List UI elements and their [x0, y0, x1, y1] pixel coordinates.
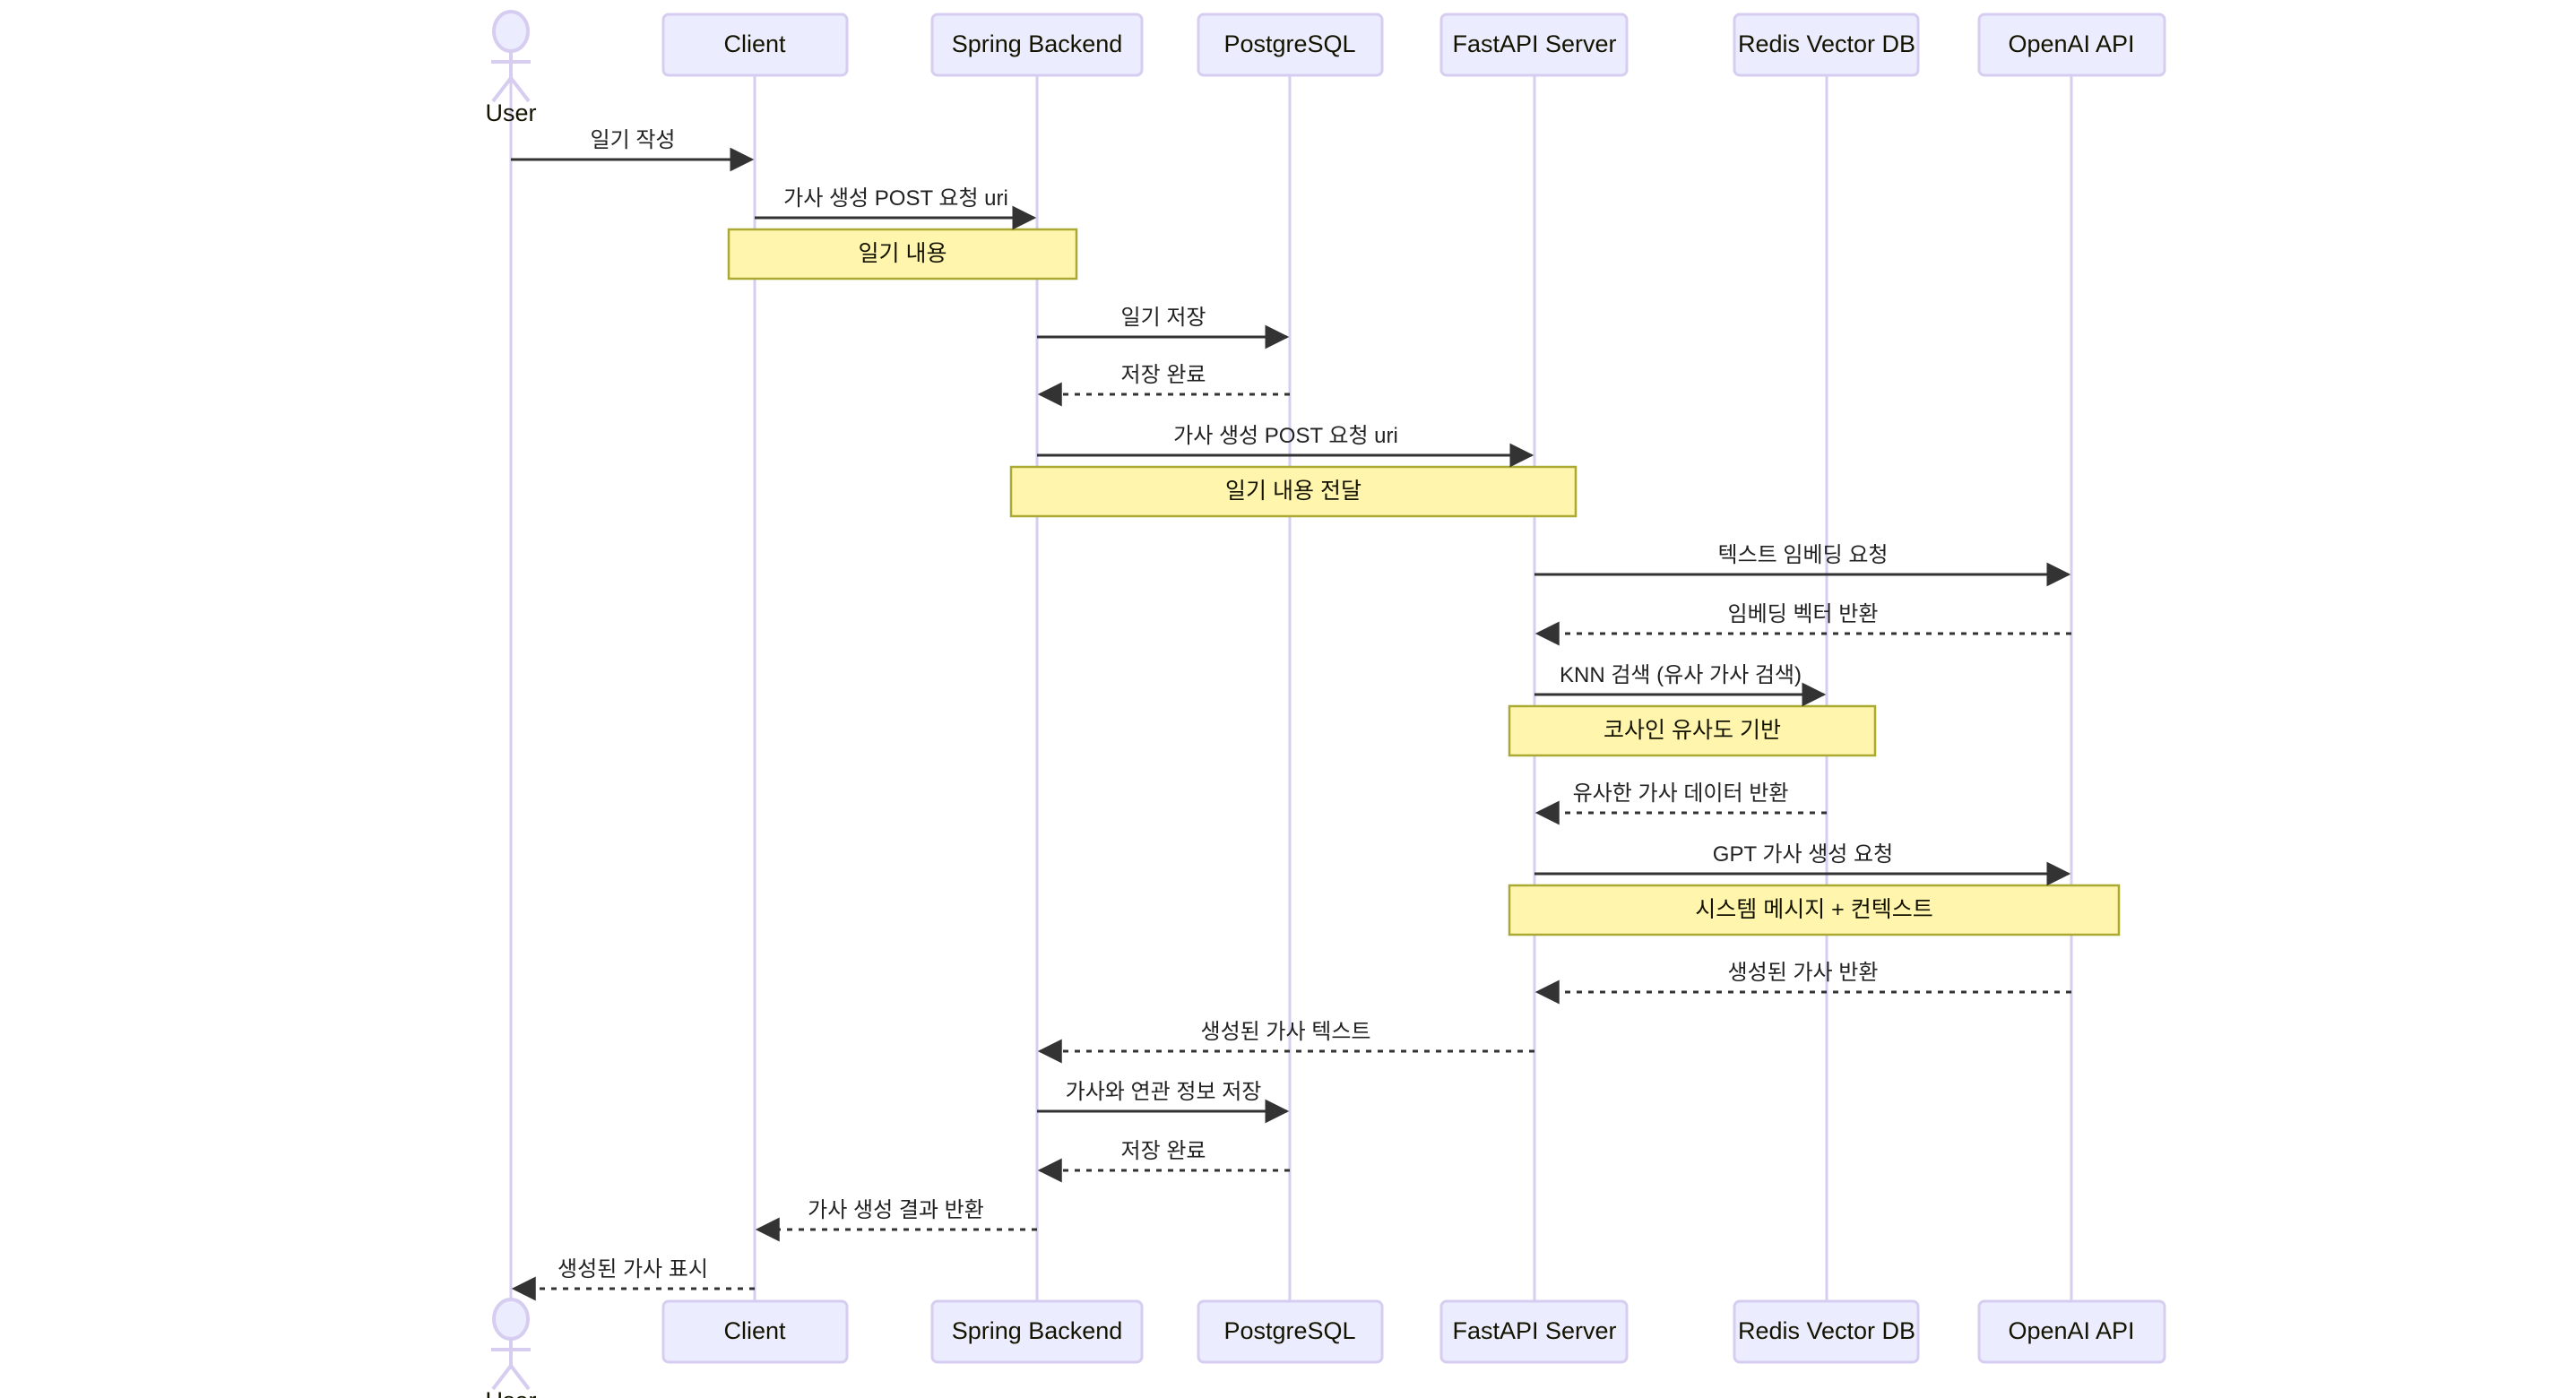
actor-head-icon — [492, 10, 530, 53]
message-7: 임베딩 벡터 반환 — [1534, 602, 2071, 646]
participant-label: Redis Vector DB — [1738, 1317, 1915, 1344]
participant-label: Client — [723, 1317, 786, 1344]
participant-postgres-bottom[interactable]: PostgreSQL — [1197, 1299, 1384, 1364]
message-label: 가사와 연관 정보 저장 — [1066, 1080, 1262, 1104]
participant-label: Redis Vector DB — [1738, 30, 1915, 57]
message-12: 생성된 가사 텍스트 — [1037, 1020, 1534, 1064]
message-label: 생성된 가사 표시 — [558, 1257, 708, 1282]
actor-legs — [491, 74, 531, 103]
message-label: 생성된 가사 텍스트 — [1201, 1020, 1371, 1044]
participant-postgres-top[interactable]: PostgreSQL — [1197, 13, 1384, 77]
participant-label: FastAPI Server — [1452, 30, 1616, 57]
participant-label: Spring Backend — [952, 1317, 1123, 1344]
note-1: 일기 내용 — [727, 228, 1078, 280]
message-6: 텍스트 임베딩 요청 — [1534, 543, 2071, 587]
message-label: 생성된 가사 반환 — [1728, 961, 1879, 985]
participant-fastapi-top[interactable]: FastAPI Server — [1439, 13, 1629, 77]
message-label: 유사한 가사 데이터 반환 — [1573, 781, 1789, 806]
note-label: 일기 내용 — [859, 241, 947, 266]
participant-box[interactable] — [1977, 1299, 2166, 1364]
message-4: 저장 완료 — [1037, 363, 1290, 407]
message-15: 가사 생성 결과 반환 — [755, 1198, 1037, 1242]
participant-box[interactable] — [1439, 13, 1629, 77]
participant-openai-top[interactable]: OpenAI API — [1977, 13, 2166, 77]
note-4: 시스템 메시지 + 컨텍스트 — [1508, 884, 2121, 936]
message-3: 일기 저장 — [1037, 306, 1290, 350]
participant-label: Client — [723, 30, 786, 57]
message-label: 가사 생성 POST 요청 uri — [1173, 424, 1398, 448]
participant-openai-bottom[interactable]: OpenAI API — [1977, 1299, 2166, 1364]
message-label: 가사 생성 POST 요청 uri — [783, 186, 1008, 211]
participant-label: Spring Backend — [952, 30, 1123, 57]
participant-box[interactable] — [661, 1299, 849, 1364]
participant-spring-top[interactable]: Spring Backend — [930, 13, 1144, 77]
actor-user-bottom[interactable]: User — [485, 1298, 537, 1398]
actors-group: UserUser — [485, 10, 537, 1398]
note-box — [727, 228, 1078, 280]
participant-box[interactable] — [1197, 1299, 1384, 1364]
message-1: 일기 작성 — [511, 128, 755, 172]
note-label: 시스템 메시지 + 컨텍스트 — [1695, 897, 1932, 922]
message-label: 일기 작성 — [591, 128, 676, 152]
note-box — [1508, 704, 1877, 757]
message-14: 저장 완료 — [1037, 1139, 1290, 1183]
message-label: 저장 완료 — [1121, 363, 1206, 387]
participant-box[interactable] — [1733, 13, 1920, 77]
participant-fastapi-bottom[interactable]: FastAPI Server — [1439, 1299, 1629, 1364]
message-label: 일기 저장 — [1121, 306, 1206, 330]
note-box — [1009, 465, 1578, 518]
message-5: 가사 생성 POST 요청 uri — [1037, 424, 1534, 468]
message-9: 유사한 가사 데이터 반환 — [1534, 781, 1827, 825]
note-label: 코사인 유사도 기반 — [1604, 718, 1781, 743]
message-13: 가사와 연관 정보 저장 — [1037, 1080, 1290, 1124]
actor-head-icon — [492, 1298, 530, 1341]
actor-legs — [491, 1362, 531, 1391]
participant-client-top[interactable]: Client — [661, 13, 849, 77]
message-8: KNN 검색 (유사 가사 검색) — [1534, 663, 1827, 707]
participant-label: PostgreSQL — [1223, 30, 1355, 57]
participant-box[interactable] — [930, 1299, 1144, 1364]
participant-box[interactable] — [1977, 13, 2166, 77]
participant-client-bottom[interactable]: Client — [661, 1299, 849, 1364]
note-3: 코사인 유사도 기반 — [1508, 704, 1877, 757]
message-10: GPT 가사 생성 요청 — [1534, 842, 2071, 886]
participant-box[interactable] — [661, 13, 849, 77]
actor-user-top[interactable]: User — [485, 10, 537, 126]
participants-bottom-group: Client Spring Backend PostgreSQL FastAPI Se… — [661, 1299, 2166, 1364]
participant-box[interactable] — [1733, 1299, 1920, 1364]
note-box — [1508, 884, 2121, 936]
message-16: 생성된 가사 표시 — [511, 1257, 755, 1301]
message-2: 가사 생성 POST 요청 uri — [755, 186, 1037, 230]
message-label: 임베딩 벡터 반환 — [1728, 602, 1879, 626]
participant-label: OpenAI API — [2008, 30, 2134, 57]
participant-box[interactable] — [930, 13, 1144, 77]
participant-redis-top[interactable]: Redis Vector DB — [1733, 13, 1920, 77]
message-label: GPT 가사 생성 요청 — [1713, 842, 1893, 867]
note-label: 일기 내용 전달 — [1225, 479, 1361, 504]
note-2: 일기 내용 전달 — [1009, 465, 1578, 518]
message-label: 가사 생성 결과 반환 — [808, 1198, 984, 1222]
participant-label: PostgreSQL — [1223, 1317, 1355, 1344]
participant-box[interactable] — [1197, 13, 1384, 77]
participant-label: FastAPI Server — [1452, 1317, 1616, 1344]
participants-top-group: Client Spring Backend PostgreSQL FastAPI Se… — [661, 13, 2166, 77]
participant-box[interactable] — [1439, 1299, 1629, 1364]
message-label: 텍스트 임베딩 요청 — [1718, 543, 1889, 567]
message-label: KNN 검색 (유사 가사 검색) — [1560, 663, 1802, 687]
participant-spring-bottom[interactable]: Spring Backend — [930, 1299, 1144, 1364]
message-label: 저장 완료 — [1121, 1139, 1206, 1163]
actor-label: User — [485, 99, 536, 126]
actor-label: User — [485, 1387, 536, 1398]
participant-redis-bottom[interactable]: Redis Vector DB — [1733, 1299, 1920, 1364]
message-11: 생성된 가사 반환 — [1534, 961, 2071, 1005]
participant-label: OpenAI API — [2008, 1317, 2134, 1344]
